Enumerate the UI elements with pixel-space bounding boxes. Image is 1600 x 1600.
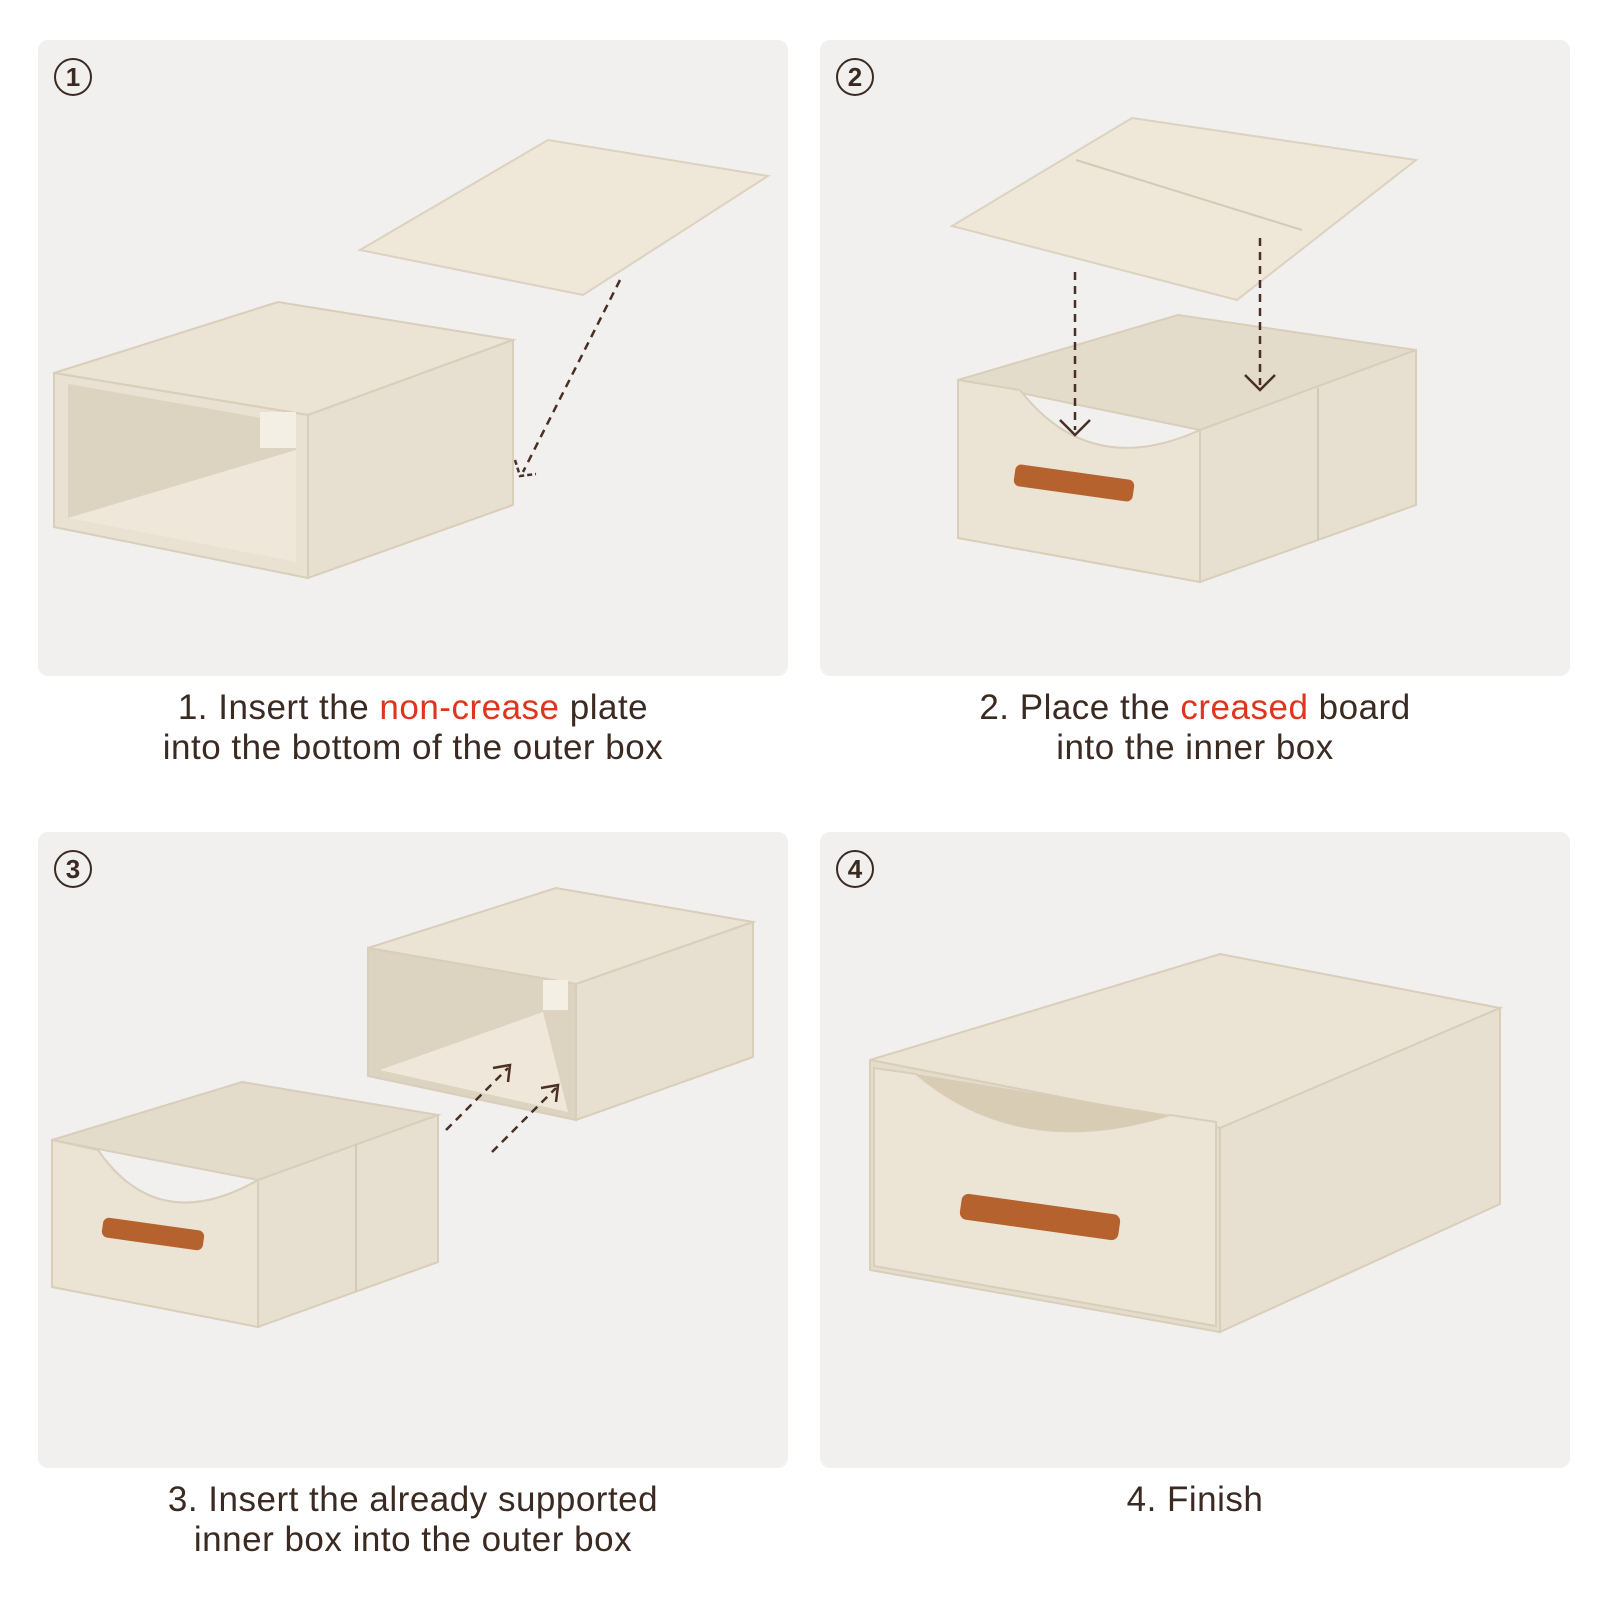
step-2-caption-line1: 2. Place the creased board bbox=[979, 688, 1411, 727]
dashed-arrow-upper bbox=[445, 1067, 509, 1131]
handle bbox=[959, 1193, 1121, 1241]
step-2-illustration bbox=[949, 116, 1419, 584]
step-3-illustration bbox=[51, 886, 757, 1329]
step-1-caption-line1: 1. Insert the non-crease plate bbox=[177, 688, 649, 727]
step-2-caption-line2: into the inner box bbox=[1056, 728, 1334, 767]
outer-box-inner-wall bbox=[260, 412, 296, 448]
step-2-caption: 2. Place the creased board into the inne… bbox=[820, 688, 1570, 768]
arrow-head-left bbox=[1059, 419, 1091, 437]
outer-box-inner-wall bbox=[543, 980, 568, 1010]
arrow-head bbox=[513, 459, 537, 478]
drawer-opening bbox=[916, 1074, 1170, 1132]
arrow-head-right bbox=[1244, 374, 1276, 392]
outer-box-inner-floor bbox=[380, 1012, 568, 1112]
step-3-caption-line2: inner box into the outer box bbox=[193, 1520, 633, 1559]
step-1-illustration bbox=[53, 138, 771, 580]
arrow-head-lower bbox=[540, 1083, 560, 1103]
step-1-caption-line2: into the bottom of the outer box bbox=[162, 728, 664, 767]
step-3-number-badge: 3 bbox=[54, 850, 92, 888]
step-3-caption: 3. Insert the already supported inner bo… bbox=[38, 1480, 788, 1560]
handle bbox=[1013, 464, 1135, 502]
step-3-caption-line1: 3. Insert the already supported bbox=[167, 1480, 659, 1519]
board-crease-line bbox=[1075, 159, 1303, 231]
non-crease-plate bbox=[357, 138, 771, 297]
highlight-non-crease: non-crease bbox=[379, 688, 560, 727]
step-4-caption-line1: 4. Finish bbox=[1126, 1480, 1264, 1519]
step-4-illustration bbox=[869, 952, 1504, 1334]
step-4-number-badge: 4 bbox=[836, 850, 874, 888]
step-1-caption: 1. Insert the non-crease plate into the … bbox=[38, 688, 788, 768]
handle bbox=[101, 1217, 205, 1251]
highlight-creased: creased bbox=[1180, 688, 1309, 727]
outer-box-inner-floor bbox=[68, 450, 296, 562]
step-1-number-badge: 1 bbox=[54, 58, 92, 96]
step-4-panel: 4 bbox=[820, 832, 1570, 1468]
step-4-caption: 4. Finish bbox=[820, 1480, 1570, 1520]
creased-board bbox=[949, 116, 1419, 302]
step-2-panel: 2 bbox=[820, 40, 1570, 676]
step-2-number-badge: 2 bbox=[836, 58, 874, 96]
dashed-arrow bbox=[521, 279, 622, 473]
dashed-arrow-lower bbox=[491, 1087, 557, 1153]
arrow-head-upper bbox=[492, 1063, 512, 1083]
step-3-panel: 3 bbox=[38, 832, 788, 1468]
step-1-panel: 1 bbox=[38, 40, 788, 676]
